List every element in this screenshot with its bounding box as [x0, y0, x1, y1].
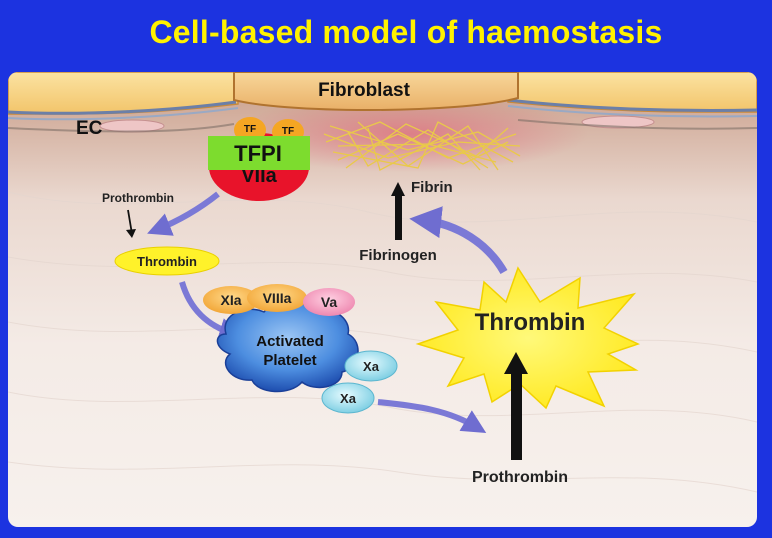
activated-platelet-label-2: Platelet — [263, 352, 316, 369]
fibroblast-label: Fibroblast — [318, 80, 411, 101]
xa-label-1: Xa — [363, 359, 380, 374]
viiia-label: VIIIa — [263, 290, 292, 306]
xia-blob — [203, 286, 259, 314]
viia-label: VIIa — [241, 165, 277, 187]
tfpi-box — [208, 136, 310, 170]
thrombin-large-label: Thrombin — [475, 309, 586, 336]
fibroblast-cell — [233, 72, 519, 112]
fibrinogen-label: Fibrinogen — [359, 247, 437, 264]
tf-viia-tfpi-complex: VIIa TF TF TFPI — [208, 117, 310, 201]
prothrombin-left-arrowhead — [126, 229, 136, 238]
va-label: Va — [321, 294, 338, 310]
fibrin-mesh — [323, 121, 521, 171]
tf-label-2: TF — [282, 126, 294, 137]
xa-label-2: Xa — [340, 391, 357, 406]
xia-label: XIa — [220, 292, 241, 308]
xa-blob-1 — [344, 350, 398, 382]
tf-label-1: TF — [244, 124, 256, 135]
thrombin-small-label: Thrombin — [137, 254, 197, 269]
thrombin-burst — [415, 266, 641, 410]
ec-label: EC — [76, 118, 103, 139]
haemostasis-diagram: Fibroblast EC VIIa — [8, 72, 757, 527]
endothelial-layer — [8, 72, 757, 133]
diagram-panel: Fibroblast EC VIIa — [8, 72, 757, 527]
prothrombin-left-label: Prothrombin — [102, 191, 174, 205]
xa-to-prothrombin-arrow — [377, 399, 487, 433]
fibrinogen-to-fibrin-arrowhead — [391, 182, 405, 196]
thrombin-to-fibrinogen-arrow — [409, 206, 508, 275]
prothrombin-to-thrombin-arrowhead — [504, 352, 528, 374]
tfpi-label: TFPI — [234, 141, 282, 166]
fibrin-label: Fibrin — [411, 179, 453, 196]
viiia-blob — [247, 284, 307, 312]
viia-to-thrombin-arrow — [147, 191, 220, 236]
xa-blob-2 — [321, 382, 375, 414]
va-blob — [303, 288, 355, 316]
activated-platelet-label-1: Activated — [256, 333, 324, 350]
prothrombin-to-thrombin-arrow — [511, 372, 522, 460]
wound-glow — [228, 96, 588, 172]
prothrombin-bottom-label: Prothrombin — [472, 469, 568, 486]
fibrinogen-to-fibrin-arrow — [395, 194, 402, 240]
thrombin-small-blob — [114, 246, 220, 276]
slide-title: Cell-based model of haemostasis — [149, 14, 663, 50]
